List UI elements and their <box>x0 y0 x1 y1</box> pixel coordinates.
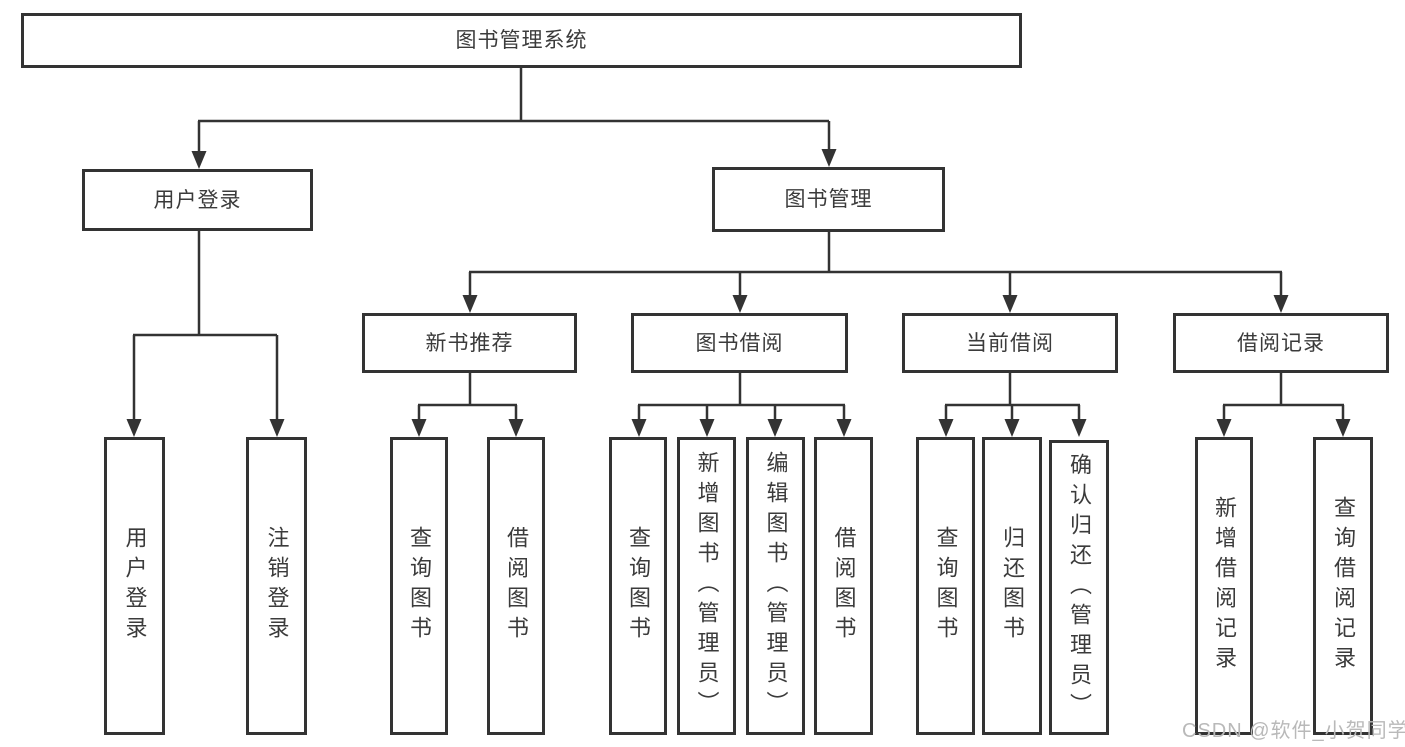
connector-bookborrow-to-leaves <box>637 373 846 422</box>
arrow-down-icon <box>1071 419 1087 437</box>
leaf-cb-query-books: 查询图书 <box>916 437 975 735</box>
arrow-down-icon <box>938 419 954 437</box>
node-borrow-records: 借阅记录 <box>1173 313 1389 373</box>
leaf-br-query-record: 查询借阅记录 <box>1313 437 1373 735</box>
leaf-bb-borrow-books: 借阅图书 <box>814 437 873 735</box>
leaf-br-add-record: 新增借阅记录 <box>1195 437 1253 735</box>
leaf-bb-add-books-admin: 新增图书（管理员） <box>677 437 736 735</box>
arrow-down-icon <box>508 419 524 437</box>
connector-bookmgmt-to-level3 <box>468 232 1283 297</box>
arrow-down-icon <box>1004 419 1020 437</box>
node-current-borrow: 当前借阅 <box>902 313 1118 373</box>
leaf-user-login: 用户登录 <box>104 437 165 735</box>
arrow-down-icon <box>269 419 285 437</box>
leaf-bb-query-books: 查询图书 <box>609 437 667 735</box>
node-root-system: 图书管理系统 <box>21 13 1022 68</box>
leaf-nb-query-books: 查询图书 <box>390 437 448 735</box>
connector-userlogin-to-leaves <box>132 231 279 422</box>
leaf-nb-borrow-books: 借阅图书 <box>487 437 545 735</box>
node-new-book-recommend: 新书推荐 <box>362 313 577 373</box>
csdn-watermark: CSDN @软件_小贺同学 <box>1182 720 1405 742</box>
leaf-cb-confirm-return-admin: 确认归还（管理员） <box>1049 440 1109 735</box>
arrow-down-icon <box>1216 419 1232 437</box>
arrow-down-icon <box>411 419 427 437</box>
node-user-login: 用户登录 <box>82 169 313 231</box>
node-book-management: 图书管理 <box>712 167 945 232</box>
leaf-bb-edit-books-admin: 编辑图书（管理员） <box>746 437 805 735</box>
leaf-cb-return-books: 归还图书 <box>982 437 1042 735</box>
arrow-down-icon <box>1273 295 1289 313</box>
connector-newbooks-to-leaves <box>417 373 518 422</box>
arrow-down-icon <box>767 419 783 437</box>
arrow-down-icon <box>821 149 837 167</box>
arrow-down-icon <box>462 295 478 313</box>
arrow-down-icon <box>126 419 142 437</box>
arrow-down-icon <box>732 295 748 313</box>
arrow-down-icon <box>699 419 715 437</box>
connector-borrowrecords-to-leaves <box>1222 373 1345 422</box>
connector-root-to-level2 <box>197 68 831 153</box>
arrow-down-icon <box>1002 295 1018 313</box>
leaf-logout: 注销登录 <box>246 437 307 735</box>
connector-currentborrow-to-leaves <box>944 373 1081 422</box>
arrow-down-icon <box>631 419 647 437</box>
arrow-down-icon <box>1335 419 1351 437</box>
node-book-borrow: 图书借阅 <box>631 313 848 373</box>
arrow-down-icon <box>191 151 207 169</box>
arrow-down-icon <box>836 419 852 437</box>
